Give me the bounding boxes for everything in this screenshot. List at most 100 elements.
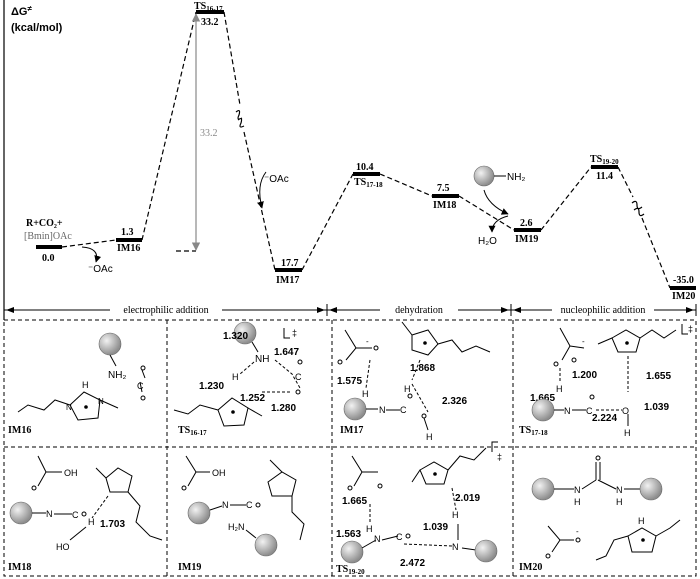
stage-label-electrophilic: electrophilic addition: [123, 305, 208, 316]
axis-break-1: [235, 109, 245, 128]
panel-im17-label: IM17: [340, 425, 363, 436]
svg-text:OH: OH: [64, 468, 78, 478]
svg-text:-: -: [366, 337, 369, 346]
panel-im18-label: IM18: [8, 562, 31, 573]
svg-text:H: H: [574, 497, 581, 507]
oac-arrow-left: [81, 246, 102, 263]
ts1617-label: TS16-17: [194, 1, 223, 13]
h2o-profile-label: H₂O: [478, 236, 497, 247]
svg-text:OH: OH: [212, 468, 226, 478]
im16-value: 1.3: [121, 227, 134, 238]
panel-ts1617-label: TS16-17: [178, 425, 207, 437]
sphere-ts1920-a: [340, 540, 364, 564]
panel-im20: N H N H - H IM20: [519, 455, 681, 573]
oac-arrow-mid: [257, 171, 267, 209]
svg-text:1.252: 1.252: [240, 393, 265, 404]
svg-text:H: H: [88, 517, 95, 527]
panel-im19: OH N C H₂N IM19: [178, 455, 305, 573]
svg-text:‡: ‡: [688, 324, 693, 334]
svg-text:1.563: 1.563: [336, 529, 361, 540]
panel-im17: - 1.575 1.868 2.326 H H N C H IM17: [337, 321, 491, 442]
svg-text:HO: HO: [56, 542, 70, 552]
svg-text:N: N: [374, 534, 381, 544]
svg-text:H: H: [366, 524, 373, 534]
svg-text:N: N: [98, 397, 104, 406]
svg-text:H: H: [624, 428, 631, 438]
svg-text:H: H: [452, 510, 459, 520]
y-axis-unit: (kcal/mol): [11, 22, 63, 34]
svg-text:2.472: 2.472: [400, 558, 425, 569]
panel-ts1617: NH ‡ 1.320 1.647 H C 1.230 1.252 1.280 T…: [173, 321, 303, 437]
svg-text:1.665: 1.665: [530, 393, 555, 404]
svg-text:1.039: 1.039: [423, 522, 448, 533]
svg-text:1.868: 1.868: [410, 363, 435, 374]
panel-im19-label: IM19: [178, 562, 201, 573]
svg-text:1.230: 1.230: [199, 381, 224, 392]
svg-text:1.320: 1.320: [223, 331, 248, 342]
stage-bar: electrophilic addition dehydration nucle…: [3, 302, 697, 316]
svg-text:H: H: [232, 372, 239, 382]
svg-text:1.703: 1.703: [100, 519, 125, 530]
svg-text:C: C: [295, 372, 302, 382]
ts1718-label: TS17-18: [354, 177, 383, 189]
panel-ts1920-label: TS19-20: [336, 564, 365, 576]
sphere-ts1920-b: [474, 539, 498, 563]
oac-left-label: ⁻OAc: [88, 264, 113, 275]
stage-label-dehydration: dehydration: [395, 305, 443, 316]
svg-text:1.575: 1.575: [337, 376, 362, 387]
panel-ts1718: - ‡ 1.200 1.655 1.665 2.224 1.039 H N C …: [519, 324, 693, 438]
stage-label-nucleophilic: nucleophilic addition: [561, 305, 646, 316]
svg-text:H₂N: H₂N: [228, 522, 245, 532]
sphere-im19-b: [254, 533, 278, 557]
im16-label: IM16: [117, 243, 140, 254]
panel-im20-label: IM20: [519, 562, 542, 573]
panel-ts1920: ‡ 1.665 2.019 1.563 1.039 2.472 H H N C …: [336, 441, 502, 576]
svg-text:H: H: [82, 380, 89, 390]
im19-label: IM19: [515, 234, 538, 245]
nh2-profile-label: NH₂: [507, 172, 525, 183]
svg-text:N: N: [66, 403, 72, 412]
profile-connectors: [61, 11, 671, 289]
sphere-im20-a: [531, 477, 555, 501]
svg-text:2.326: 2.326: [442, 396, 467, 407]
svg-text:‡: ‡: [497, 452, 502, 462]
svg-text:O: O: [622, 406, 629, 416]
svg-text:2.224: 2.224: [592, 413, 617, 424]
sphere-ts1617: [233, 321, 257, 345]
im17-value: 17.7: [281, 258, 299, 269]
svg-text:C: C: [246, 500, 253, 510]
start-label-2: [Bmin]OAc: [24, 231, 72, 242]
svg-text:N: N: [616, 485, 623, 495]
svg-text:N: N: [379, 405, 386, 415]
im20-value: -35.0: [673, 275, 694, 286]
im20-label: IM20: [672, 291, 695, 302]
svg-text:N: N: [222, 500, 229, 510]
sphere-ts1718: [531, 398, 555, 422]
svg-text:1.280: 1.280: [271, 403, 296, 414]
im17-label: IM17: [276, 275, 299, 286]
svg-text:H: H: [638, 516, 645, 526]
svg-text:C: C: [72, 510, 79, 520]
start-label-1: R+CO₂+: [26, 218, 63, 229]
svg-text:H: H: [616, 497, 623, 507]
barrier-value: 33.2: [200, 128, 218, 139]
panel-im16: NH₂ C H N N IM16: [8, 332, 146, 436]
water-out-arrow: [488, 215, 509, 233]
im19-value: 2.6: [520, 218, 533, 229]
svg-text:-: -: [582, 337, 585, 346]
panel-ts1718-label: TS17-18: [519, 425, 548, 437]
svg-text:H: H: [362, 389, 369, 399]
svg-text:1.665: 1.665: [342, 496, 367, 507]
svg-text:1.647: 1.647: [274, 347, 299, 358]
svg-text:C: C: [586, 406, 593, 416]
start-value: 0.0: [42, 253, 55, 264]
sphere-amine-profile: [473, 165, 495, 187]
sphere-im17: [343, 397, 367, 421]
svg-text:H: H: [426, 432, 433, 442]
oac-mid-label: ⁻OAc: [264, 174, 289, 185]
axis-break-2: [631, 200, 645, 217]
svg-text:N: N: [564, 406, 571, 416]
svg-text:-: -: [576, 527, 579, 536]
sphere-im20-b: [639, 477, 663, 501]
